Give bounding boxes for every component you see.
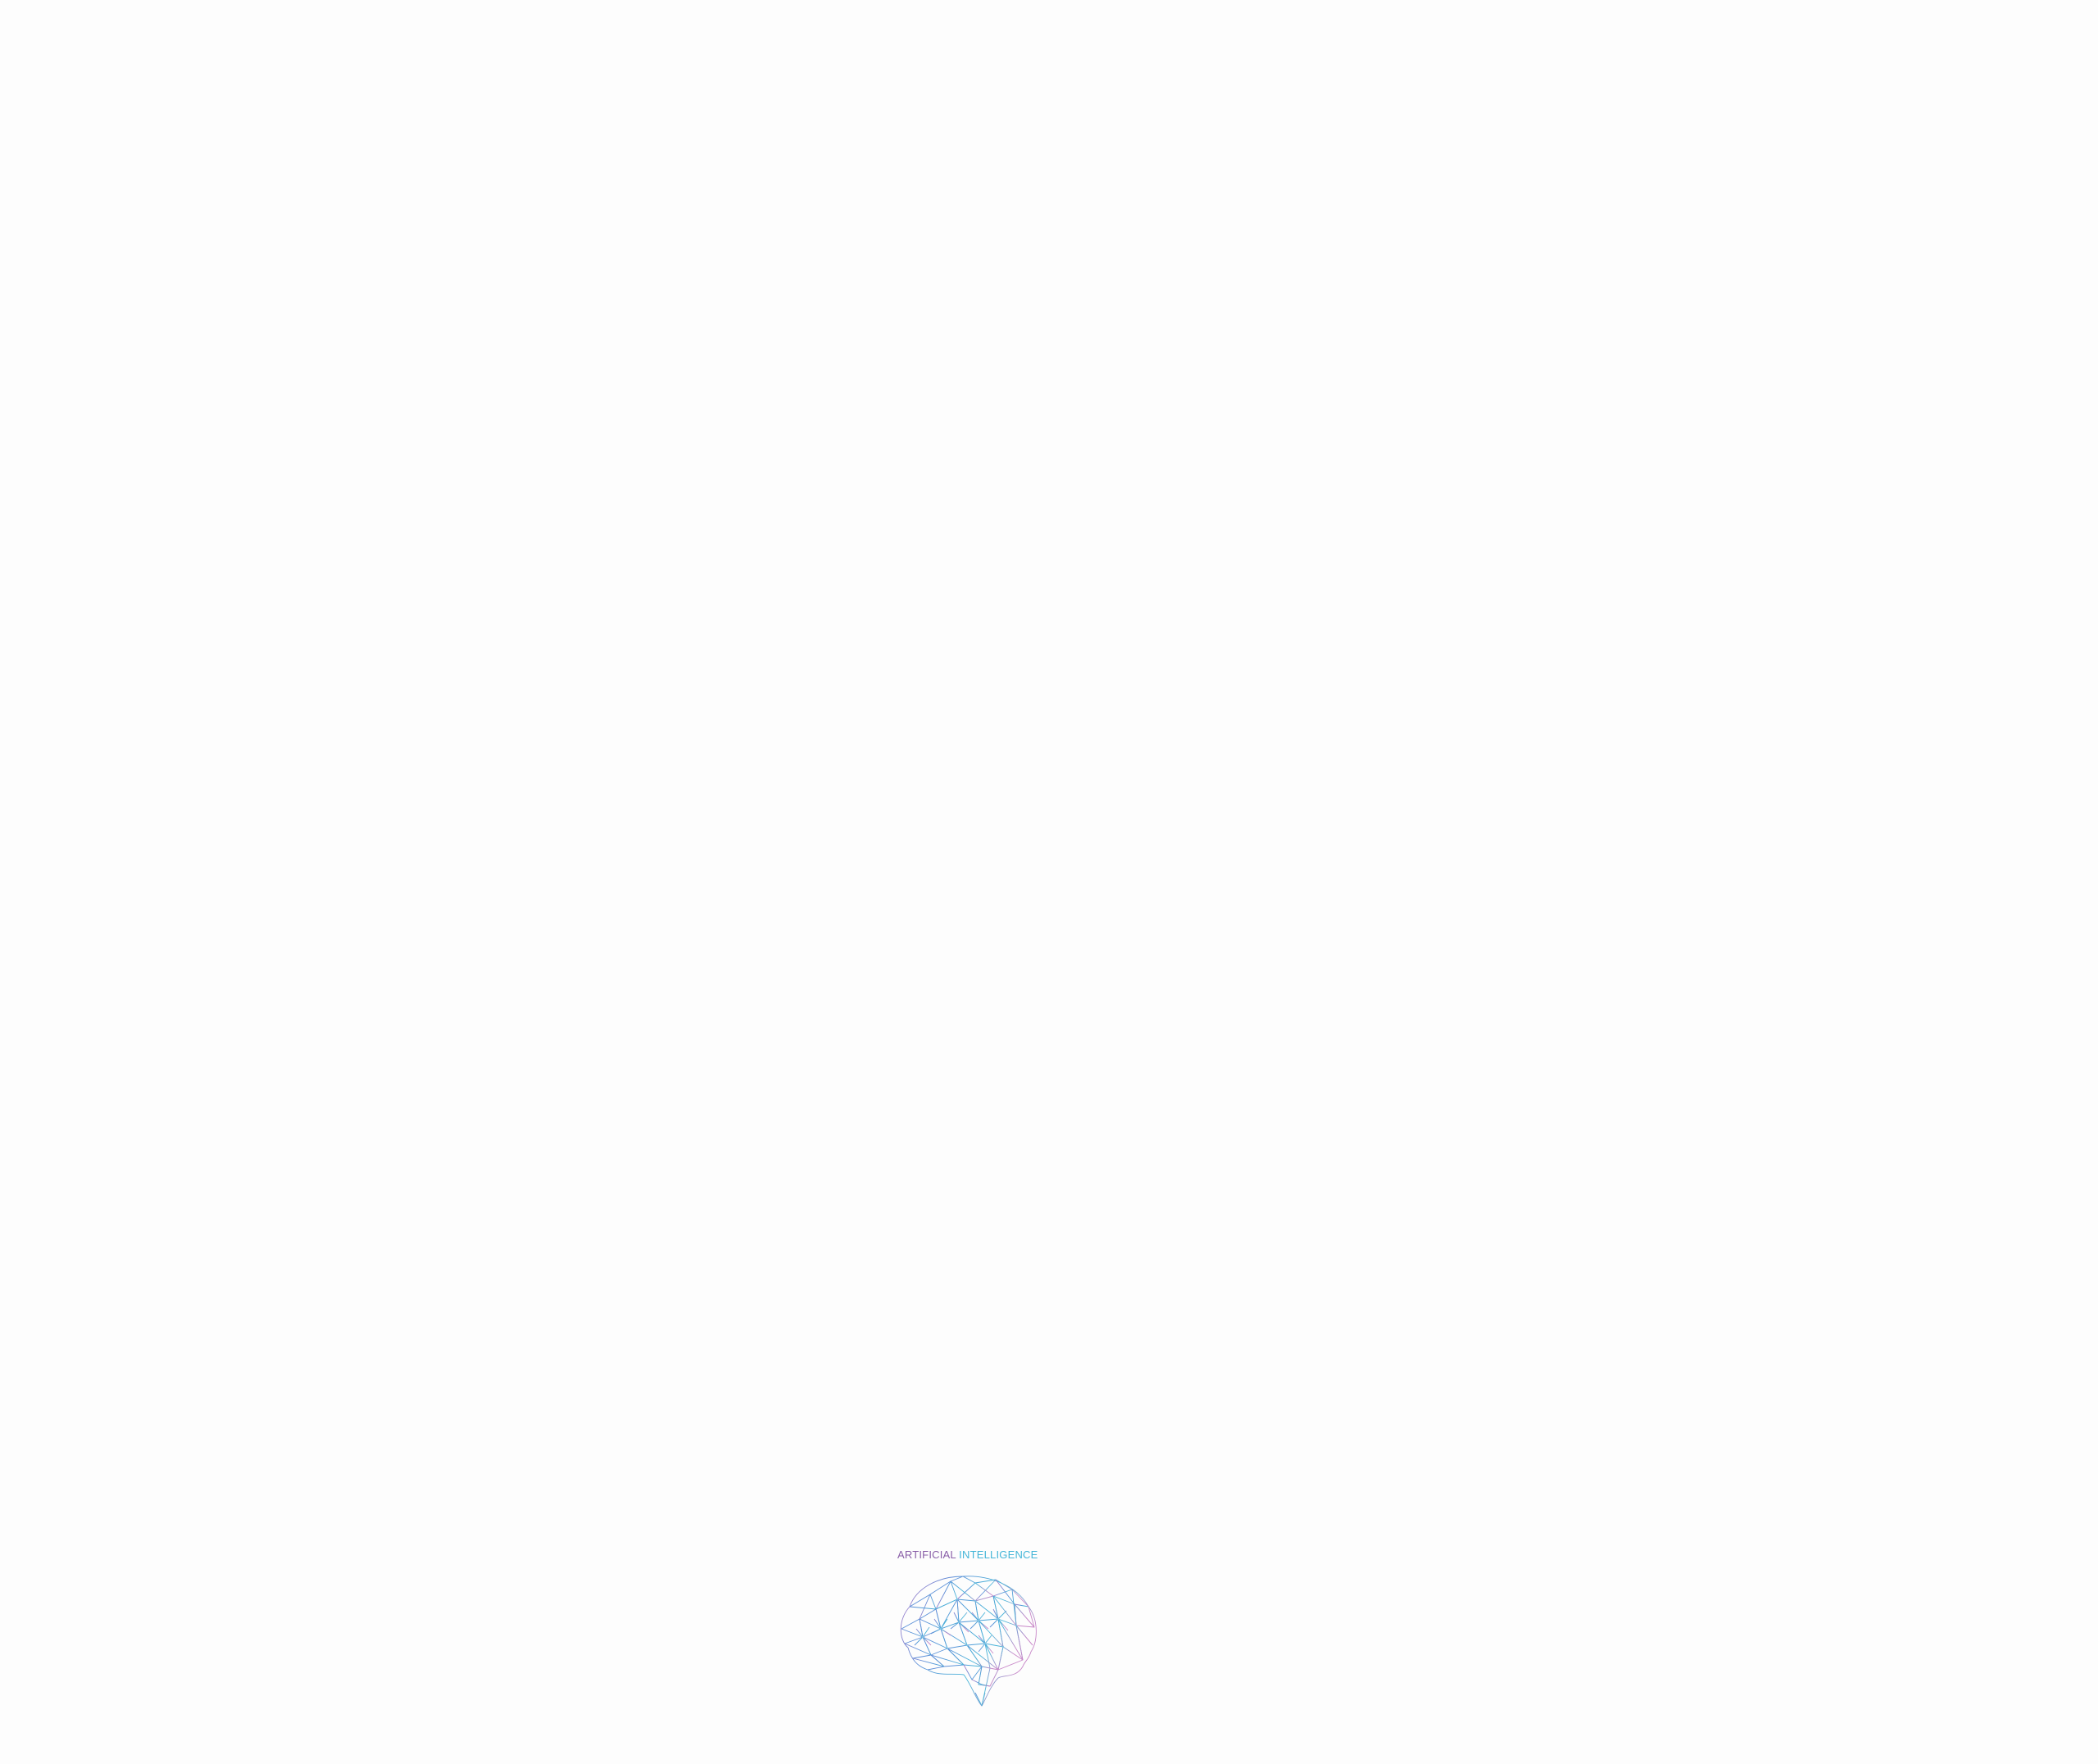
logo-word-intelligence: INTELLIGENCE — [959, 1549, 1038, 1561]
logo-word-artificial: ARTIFICIAL — [897, 1549, 956, 1561]
ai-logo: ARTIFICIAL INTELLIGENCE — [893, 1549, 1041, 1712]
logo-title: ARTIFICIAL INTELLIGENCE — [897, 1549, 1038, 1562]
brain-icon — [900, 1576, 1037, 1707]
